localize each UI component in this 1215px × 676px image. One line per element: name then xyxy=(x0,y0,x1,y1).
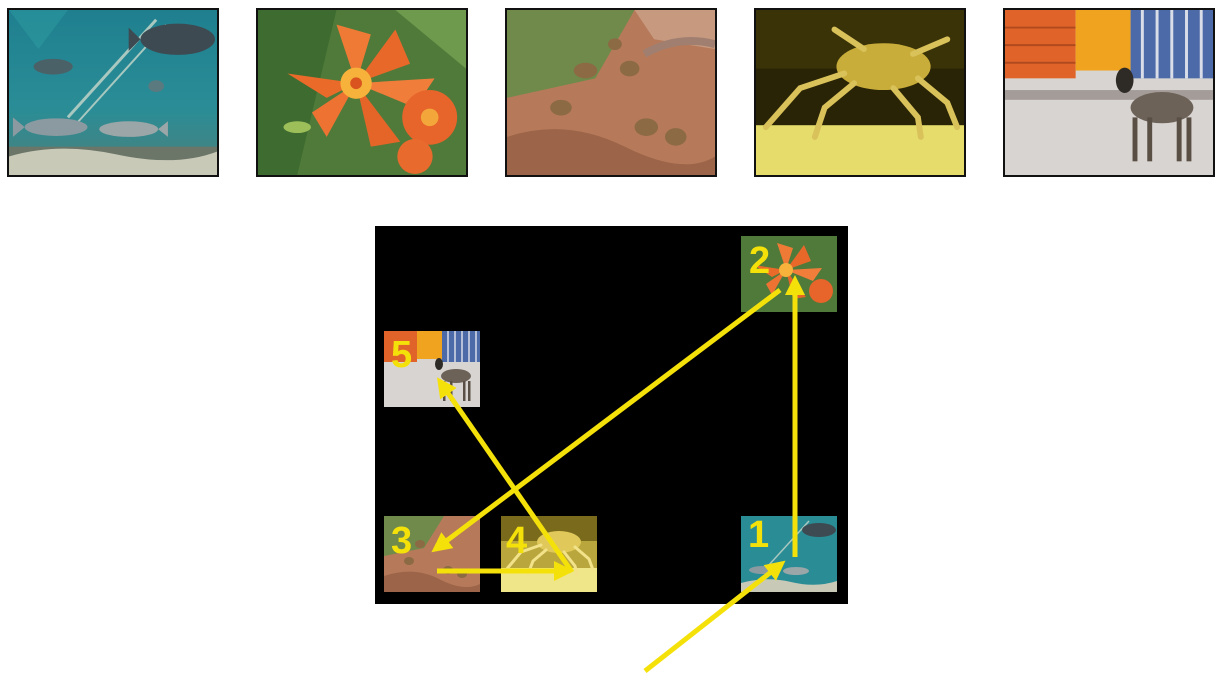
fixation-label-2: 2 xyxy=(749,242,770,280)
spider-crab-image xyxy=(756,10,964,175)
fixation-label-1: 1 xyxy=(748,516,769,554)
orange-lily-image xyxy=(258,10,466,175)
fixation-label-5: 5 xyxy=(391,336,412,374)
scanpath-panel: 1 2 3 4 5 xyxy=(375,226,848,604)
fixation-label-3: 3 xyxy=(391,522,412,560)
goat-image xyxy=(1005,10,1213,175)
thumbnail-crab xyxy=(754,8,966,177)
thumbnail-lily xyxy=(256,8,468,177)
thumbnail-goat xyxy=(1003,8,1215,177)
thumbnail-aquarium xyxy=(7,8,219,177)
thumbnail-meerkats xyxy=(505,8,717,177)
meerkats-image xyxy=(507,10,715,175)
aquarium-fish-image xyxy=(9,10,217,175)
fixation-label-4: 4 xyxy=(506,522,527,560)
